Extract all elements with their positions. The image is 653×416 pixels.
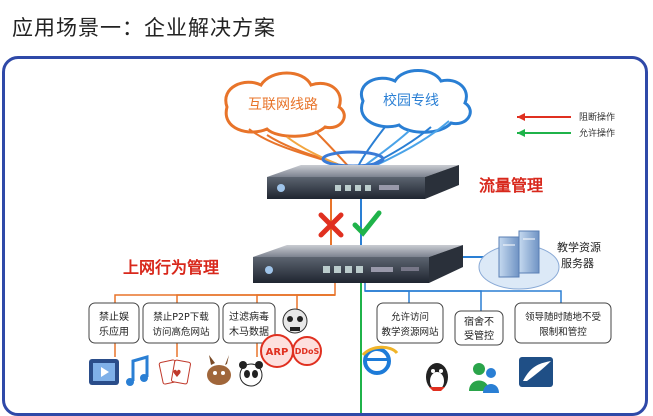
slide-title: 应用场景一：企业解决方案 (12, 16, 276, 40)
red-x-mark (318, 212, 344, 238)
allowed-note-dormitory: 宿舍不 受管控 (454, 310, 504, 346)
blocked-note-entertainment: 禁止娱 乐应用 (88, 302, 140, 344)
teaching-server (478, 230, 560, 290)
svg-text:♥: ♥ (173, 369, 182, 380)
green-check-mark (352, 210, 382, 237)
svg-text:禁止娱: 禁止娱 (99, 310, 129, 323)
allowed-downlinks (360, 283, 562, 413)
blocked-note-p2p: 禁止P2P下载 访问高危网站 (142, 302, 220, 344)
svg-text:访问高危网站: 访问高危网站 (152, 326, 210, 338)
svg-text:宿舍不: 宿舍不 (464, 315, 494, 328)
legend-allow-label: 允许操作 (579, 127, 615, 139)
internet-cloud: 互联网线路 (224, 71, 346, 138)
server-label-line2: 服务器 (561, 257, 594, 270)
svg-text:过滤病毒: 过滤病毒 (229, 310, 269, 323)
svg-text:领导随时随地不受: 领导随时随地不受 (525, 311, 601, 323)
legend-block-arrow (517, 113, 525, 121)
music-icon (126, 355, 149, 386)
game-icon: ♥ (158, 359, 191, 385)
internet-cloud-label: 互联网线路 (248, 97, 318, 113)
allowed-note-leaders: 领导随时随地不受 限制和管控 (514, 302, 612, 344)
behavior-management-label: 上网行为管理 (123, 258, 219, 277)
svg-text:木马数据: 木马数据 (229, 325, 269, 338)
remote-icon (519, 357, 553, 387)
p2p-donkey-icon (207, 355, 231, 385)
arp-badge: ARP (260, 334, 294, 368)
campus-cloud-shape (359, 69, 472, 134)
behavior-management-device (253, 245, 463, 283)
legend-block-label: 阻断操作 (579, 111, 615, 123)
internet-cloud-shape (224, 71, 346, 138)
svg-text:限制和管控: 限制和管控 (539, 326, 587, 338)
diagram-frame: 互联网线路 校园专线 阻断操作 允许操作 流量管理 (2, 56, 648, 416)
video-icon (89, 359, 119, 385)
panda-icon (239, 361, 263, 387)
legend: 阻断操作 允许操作 (517, 111, 615, 139)
svg-text:ARP: ARP (266, 347, 289, 358)
svg-text:受管控: 受管控 (464, 329, 494, 342)
allowed-note-teaching-sites: 允许访问 教学资源网站 (376, 302, 444, 344)
blocked-downlinks (114, 283, 336, 357)
flow-management-device (267, 165, 459, 199)
qq-icon (426, 363, 448, 391)
solution-diagram: 互联网线路 校园专线 阻断操作 允许操作 流量管理 (88, 69, 615, 413)
legend-allow-arrow (517, 129, 525, 137)
flow-management-label: 流量管理 (479, 176, 543, 195)
svg-text:乐应用: 乐应用 (99, 325, 129, 338)
campus-cloud-label: 校园专线 (383, 92, 439, 109)
skull-icon (282, 308, 308, 334)
ddos-badge: DDoS (292, 336, 322, 366)
campus-cloud: 校园专线 (359, 69, 472, 134)
messenger-icon (469, 363, 499, 393)
blocked-note-virus: 过滤病毒 木马数据 (222, 302, 276, 344)
svg-text:允许访问: 允许访问 (391, 311, 429, 323)
svg-text:禁止P2P下载: 禁止P2P下载 (153, 311, 209, 323)
svg-text:DDoS: DDoS (295, 347, 320, 356)
browser-icon (361, 345, 399, 375)
server-label-line1: 教学资源 (557, 240, 601, 254)
svg-text:教学资源网站: 教学资源网站 (381, 326, 439, 338)
